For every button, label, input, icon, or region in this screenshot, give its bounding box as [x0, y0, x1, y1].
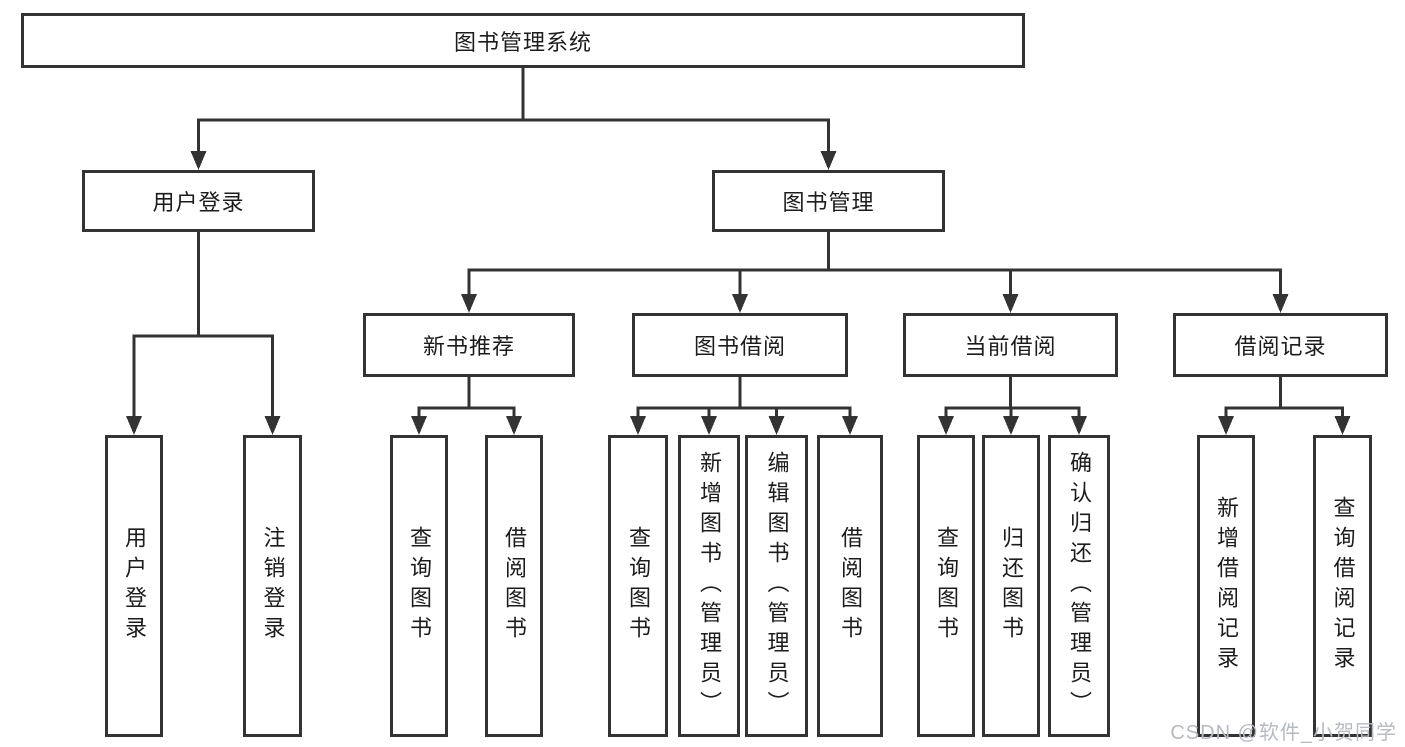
- csdn-watermark: CSDN @软件_小贺同学: [1170, 722, 1397, 744]
- leaf-add-borrow-record: 新增借阅记录: [1197, 435, 1255, 737]
- leaf-query-borrow-record: 查询借阅记录: [1313, 435, 1372, 737]
- leaf-user-login: 用户登录: [105, 435, 163, 737]
- leaf-query-books-borrow: 查询图书: [608, 435, 668, 737]
- node-user-login: 用户登录: [82, 170, 315, 232]
- leaf-confirm-return-admin: 确认归还（管理员）: [1048, 435, 1110, 737]
- leaf-borrow-books-recommend: 借阅图书: [485, 435, 543, 737]
- node-borrowing-records: 借阅记录: [1173, 313, 1388, 377]
- leaf-borrow-books: 借阅图书: [817, 435, 883, 737]
- node-library-management-system: 图书管理系统: [21, 13, 1025, 68]
- node-new-book-recommendation: 新书推荐: [363, 313, 575, 377]
- leaf-add-book-admin: 新增图书（管理员）: [678, 435, 740, 737]
- node-book-borrowing: 图书借阅: [632, 313, 848, 377]
- leaf-query-books-recommend: 查询图书: [390, 435, 448, 737]
- leaf-query-books-current: 查询图书: [917, 435, 975, 737]
- arrowheads: [126, 151, 1351, 435]
- node-book-management: 图书管理: [712, 170, 945, 232]
- leaf-logout: 注销登录: [243, 435, 302, 737]
- leaf-edit-book-admin: 编辑图书（管理员）: [745, 435, 808, 737]
- leaf-return-book: 归还图书: [982, 435, 1040, 737]
- node-current-borrowing: 当前借阅: [903, 313, 1118, 377]
